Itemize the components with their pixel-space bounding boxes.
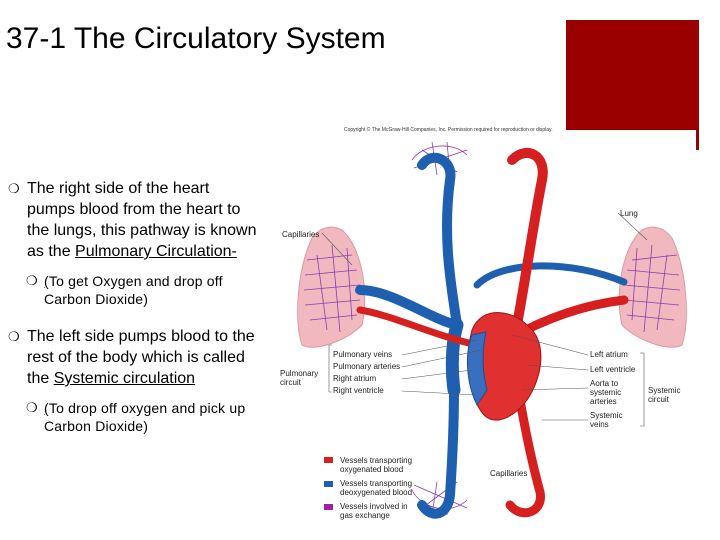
label-pulmonary-arteries: Pulmonary arteries <box>333 362 400 371</box>
label-systemic-circuit-2: circuit <box>648 395 670 404</box>
label-systemic-circuit-1: Systemic <box>648 386 680 395</box>
legend-deoxygenated-2: deoxygenated blood <box>340 488 412 497</box>
bullet-pulmonary: ❍ The right side of the heart pumps bloo… <box>8 178 258 262</box>
legend-gas-exchange-2: gas exchange <box>340 511 390 520</box>
bullet-term: Systemic circulation <box>53 370 196 387</box>
bullet-term: Pulmonary Circulation- <box>75 243 237 260</box>
figure-copyright: Copyright © The McGraw-Hill Companies, I… <box>344 126 553 133</box>
legend: Vessels transporting oxygenated blood Ve… <box>324 456 412 520</box>
label-leader-lines <box>321 212 648 427</box>
label-pulmonary-veins: Pulmonary veins <box>333 350 392 359</box>
sub-bullet-paren: ( <box>44 273 49 289</box>
right-lung <box>618 226 687 348</box>
accent-line <box>696 20 699 150</box>
label-aorta-3: arteries <box>590 397 617 406</box>
label-left-atrium: Left atrium <box>590 350 628 359</box>
label-pulmonary-circuit-1: Pulmonary <box>280 369 318 378</box>
bullet-list: ❍ The right side of the heart pumps bloo… <box>8 178 258 453</box>
capillary-nets <box>303 141 681 516</box>
legend-deoxygenated-1: Vessels transporting <box>340 479 412 488</box>
label-right-atrium: Right atrium <box>333 374 376 383</box>
sub-bullet-pulmonary: ❍ (To get Oxygen and drop off Carbon Dio… <box>8 272 258 308</box>
left-lung <box>297 226 366 348</box>
bullet-marker-icon: ❍ <box>8 181 20 196</box>
bullet-systemic: ❍ The left side pumps blood to the rest … <box>8 326 258 389</box>
label-systemic-veins-2: veins <box>590 420 609 429</box>
label-aorta-2: systemic <box>590 388 621 397</box>
label-right-ventricle: Right ventricle <box>333 386 384 395</box>
legend-swatch-deoxygenated <box>324 481 333 487</box>
label-capillaries-top: Capillaries <box>282 230 319 239</box>
bullet-marker-icon: ❍ <box>8 329 20 344</box>
bullet-text: The left side pumps blood to the rest of… <box>27 328 255 387</box>
label-pulmonary-circuit-2: circuit <box>280 378 302 387</box>
sub-bullet-text: To get Oxygen and drop off Carbon Dioxid… <box>44 273 223 307</box>
legend-swatch-oxygenated <box>324 457 333 463</box>
label-aorta-1: Aorta to <box>590 379 619 388</box>
legend-swatch-gas-exchange <box>324 504 333 510</box>
sub-bullet-systemic: ❍ (To drop off oxygen and pick up Carbon… <box>8 399 258 435</box>
sub-bullet-paren: ( <box>44 400 49 416</box>
title-accent-block <box>566 20 699 130</box>
label-systemic-veins-1: Systemic <box>590 411 622 420</box>
bullet-text: The right side of the heart pumps blood … <box>27 180 257 260</box>
label-left-ventricle: Left ventricle <box>590 365 636 374</box>
label-lung: Lung <box>620 209 638 218</box>
sub-bullet-marker-icon: ❍ <box>26 400 38 415</box>
legend-gas-exchange-1: Vessels involved in <box>340 502 408 511</box>
heart <box>467 312 542 421</box>
legend-oxygenated-1: Vessels transporting <box>340 456 412 465</box>
slide-title: 37-1 The Circulatory System <box>6 22 386 55</box>
circulatory-diagram: Copyright © The McGraw-Hill Companies, I… <box>280 126 687 520</box>
legend-oxygenated-2: oxygenated blood <box>340 465 403 474</box>
label-capillaries-bottom: Capillaries <box>490 469 527 478</box>
sub-bullet-marker-icon: ❍ <box>26 273 38 288</box>
deoxygenated-vessels <box>355 152 628 519</box>
sub-bullet-text: To drop off oxygen and pick up Carbon Di… <box>44 400 246 434</box>
